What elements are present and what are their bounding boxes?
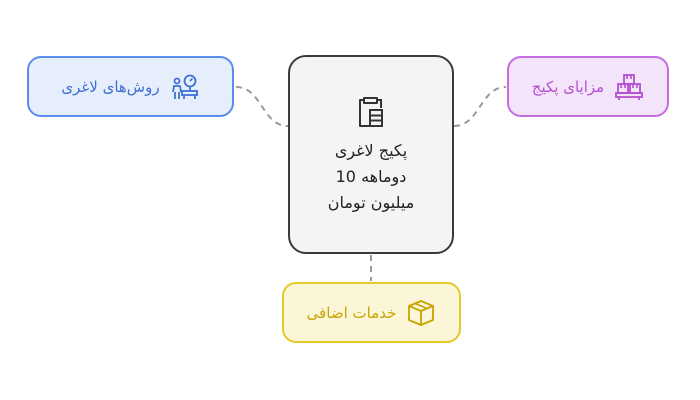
node-methods-label: روش‌های لاغری bbox=[61, 77, 160, 96]
weight-scale-icon bbox=[170, 72, 200, 102]
node-benefits[interactable]: مزایای پکیج bbox=[507, 56, 669, 117]
box-3d-icon bbox=[406, 298, 436, 328]
node-services-label: خدمات اضافی bbox=[306, 303, 397, 322]
connector-benefits bbox=[453, 86, 507, 127]
center-title: پکیج لاغری دوماهه 10 میلیون تومان bbox=[327, 140, 415, 212]
boxes-stack-icon bbox=[614, 72, 644, 102]
node-methods[interactable]: روش‌های لاغری bbox=[27, 56, 234, 117]
clipboard-list-icon bbox=[353, 94, 389, 130]
node-services[interactable]: خدمات اضافی bbox=[282, 282, 461, 343]
connector-methods bbox=[235, 86, 289, 127]
node-benefits-label: مزایای پکیج bbox=[531, 77, 605, 96]
center-node[interactable]: پکیج لاغری دوماهه 10 میلیون تومان bbox=[288, 55, 454, 254]
